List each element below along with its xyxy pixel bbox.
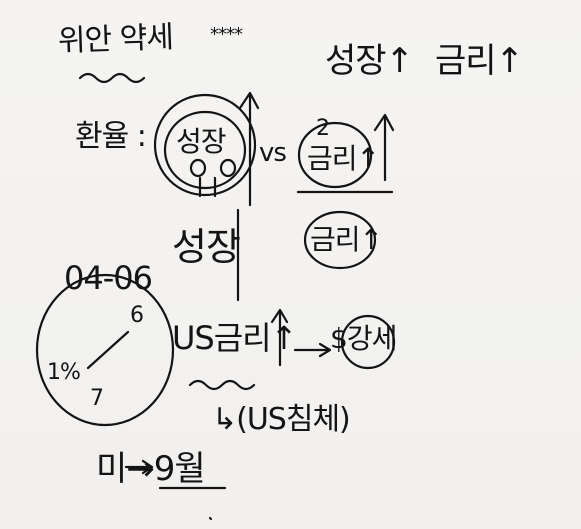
bottom-arrow	[124, 459, 154, 475]
growth-eye-left	[189, 158, 207, 178]
us-rate-text: US금리↑	[172, 319, 297, 357]
title-text: 위안 약세	[57, 20, 174, 59]
pie-slice-line	[86, 330, 130, 370]
pie-label-six: 6	[130, 303, 144, 328]
title-wavy-underline	[78, 72, 146, 84]
growth-stem	[198, 176, 217, 198]
growth-eye-right	[219, 158, 237, 178]
exchange-rate-label: 환율 :	[75, 119, 147, 154]
us-recession-text: ↳(US침체)	[212, 402, 351, 437]
title-stars: ****	[210, 24, 243, 45]
growth-inner-circle	[163, 110, 247, 190]
pie-label-one-percent: 1%	[47, 360, 81, 385]
top-growth-text: 성장↑	[325, 41, 414, 81]
rate-hike-up-arrow	[373, 113, 395, 182]
growth-up-arrow	[238, 91, 260, 207]
pie-label-seven: 7	[90, 386, 104, 411]
growth-middle-text: 성장	[172, 225, 241, 269]
rate-middle-circle	[303, 210, 377, 270]
us-rate-wavy-underline	[188, 379, 256, 391]
us-rate-up-arrow	[270, 308, 289, 367]
pie-circle	[35, 273, 175, 427]
year-range-text: 04-06	[64, 259, 153, 297]
growth-outer-circle	[153, 93, 257, 197]
growth-circled-text: 성장	[176, 125, 227, 158]
rate-middle-text: 금리↑	[310, 223, 383, 256]
dollar-strength-circle	[340, 314, 396, 370]
top-rate-text: 금리↑	[435, 41, 524, 81]
us-rate-arrow	[293, 342, 332, 358]
bottom-note-text: 미→9월	[96, 449, 206, 489]
dollar-strength-text: $강세	[330, 322, 397, 355]
ink-dot	[208, 516, 213, 521]
rate-hike-circle	[297, 121, 373, 189]
rate-hike-text: 금리↑	[307, 142, 380, 175]
versus-text: vs	[259, 138, 287, 168]
rate-hike-prefix: 2	[316, 116, 330, 141]
